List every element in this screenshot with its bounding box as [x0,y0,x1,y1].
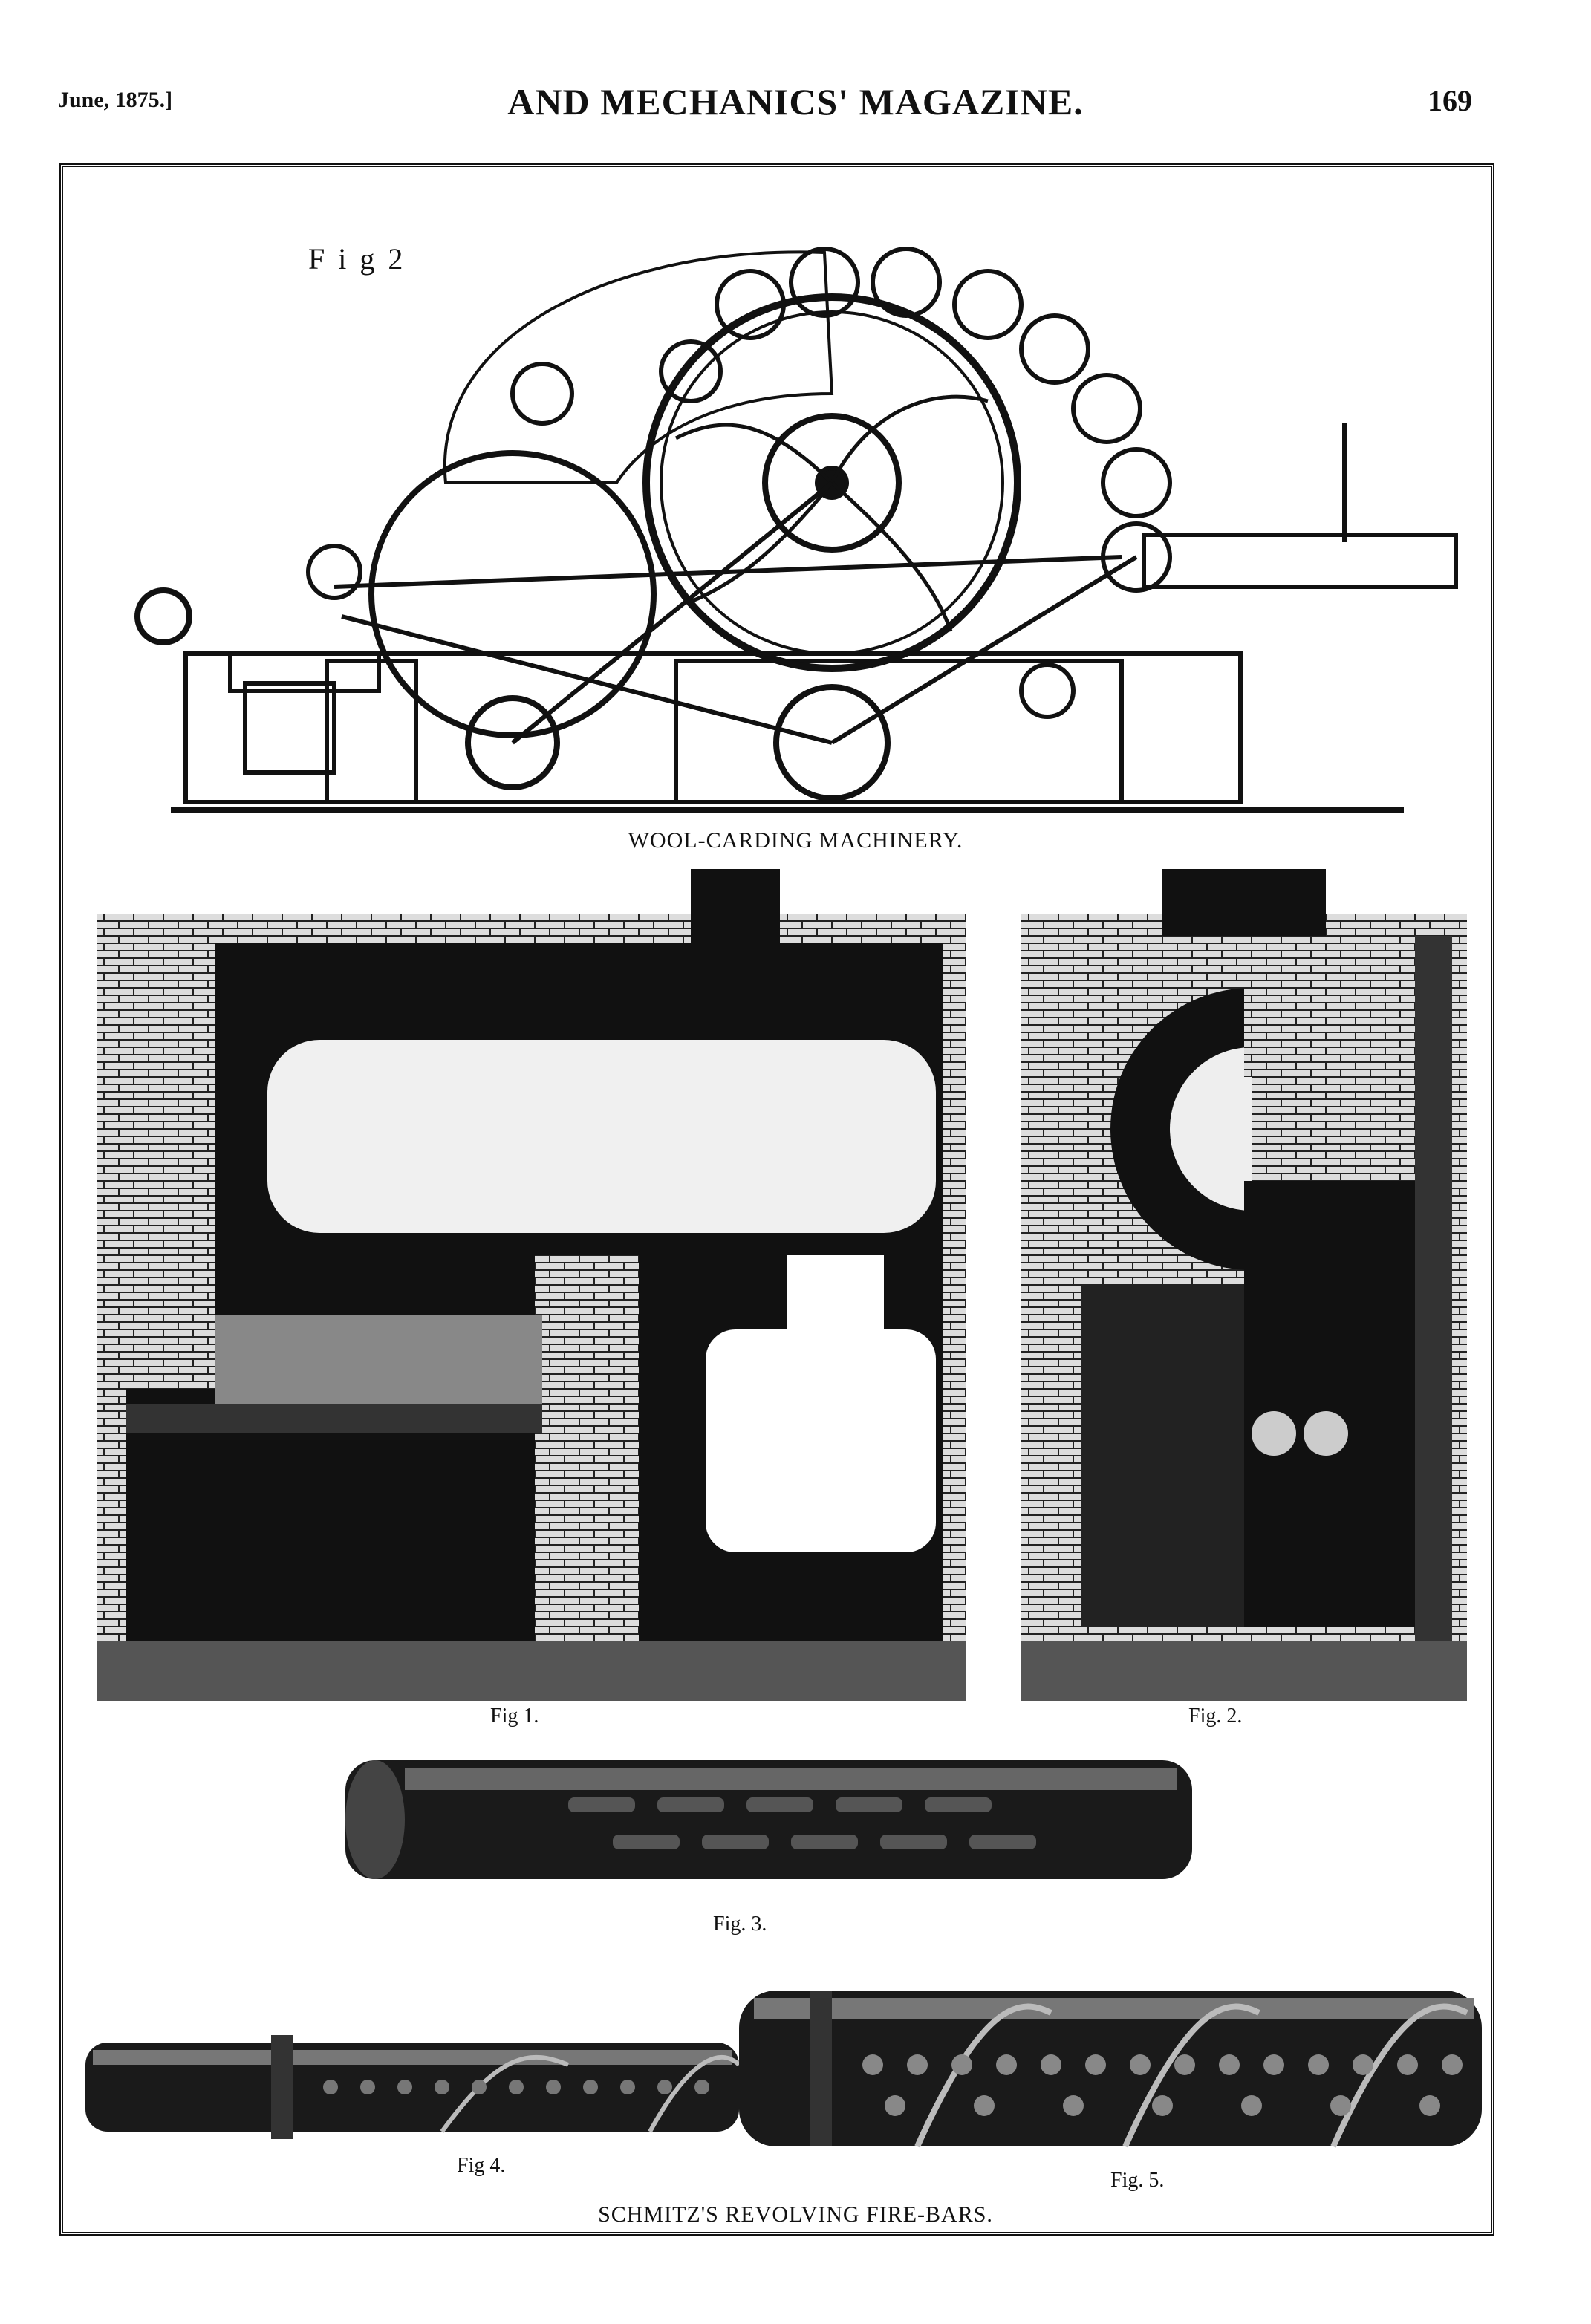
fire-bar-fig5-illustration [739,1991,1482,2148]
fire-bar-fig5-label: Fig. 5. [1110,2169,1165,2192]
boiler-fig2-label: Fig. 2. [1188,1705,1243,1728]
wool-carding-caption: WOOL-CARDING MACHINERY. [628,828,963,853]
boiler-cross-section-illustration [1021,869,1467,1701]
magazine-title: AND MECHANICS' MAGAZINE. [507,81,1084,123]
page-number: 169 [1428,84,1472,117]
boiler-fig1-label: Fig 1. [490,1705,539,1728]
fire-bar-fig3-illustration [345,1760,1192,1879]
wool-carding-machine-illustration [134,247,1458,813]
fire-bar-fig3-label: Fig. 3. [713,1913,767,1936]
header-date: June, 1875.] [58,88,173,112]
page-frame [59,163,1494,2236]
fire-bars-caption: SCHMITZ'S REVOLVING FIRE-BARS. [598,2202,993,2227]
wool-carding-fig-label: F i g 2 [308,242,406,276]
boiler-longitudinal-section-illustration [97,869,966,1701]
fire-bar-fig4-illustration [85,2035,739,2139]
fire-bar-fig4-label: Fig 4. [457,2154,506,2177]
